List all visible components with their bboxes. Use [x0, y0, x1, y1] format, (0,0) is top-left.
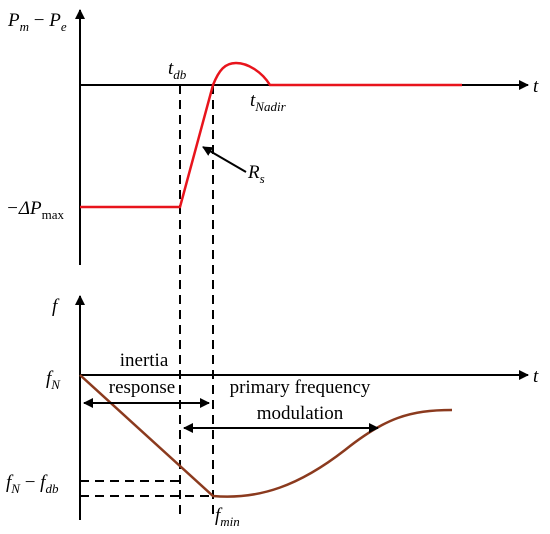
bottom-y-axis-label: f — [52, 296, 60, 317]
primary-label-line1: primary frequency — [230, 377, 371, 398]
f-n-minus-fdb-label: fN − fdb — [6, 472, 59, 496]
top-x-axis-label: t — [533, 76, 539, 97]
primary-label-line2: modulation — [257, 403, 344, 424]
f-min-label: fmin — [215, 505, 240, 529]
neg-delta-pmax-label: −ΔPmax — [6, 198, 64, 222]
inertia-label-line1: inertia — [120, 350, 169, 371]
top-y-axis-label: Pm − Pe — [7, 10, 67, 34]
t-db-label: tdb — [168, 58, 187, 82]
t-nadir-label: tNadir — [250, 90, 287, 114]
bottom-x-axis-label: t — [533, 366, 539, 387]
rs-label: Rs — [247, 162, 265, 186]
rs-arrow — [202, 146, 247, 173]
inertia-label-line2: response — [109, 377, 175, 398]
frequency-curve — [79, 374, 453, 498]
power-mismatch-curve — [80, 61, 462, 209]
f-n-label: fN — [46, 368, 61, 392]
